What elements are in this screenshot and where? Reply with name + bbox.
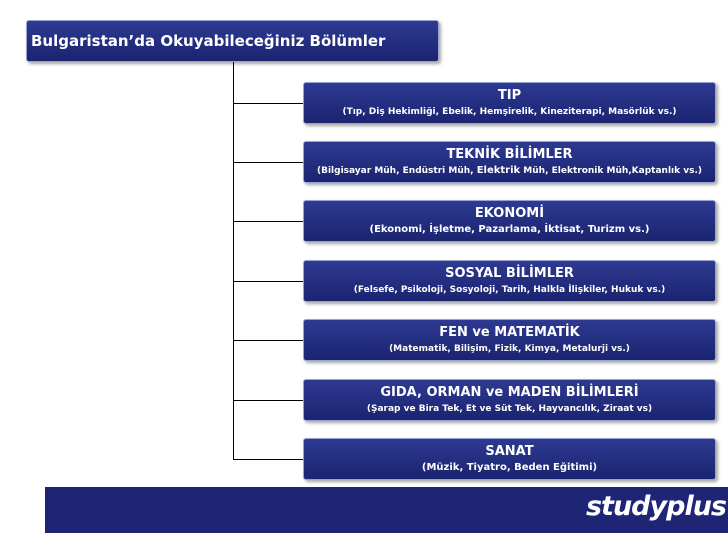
branch-line-gida <box>233 400 303 401</box>
node-title: SANAT <box>485 443 534 459</box>
node-tip: TIP (Tıp, Diş Hekimliği, Ebelik, Hemşire… <box>303 82 716 124</box>
node-sosyal-bilimler: SOSYAL BİLİMLER (Felsefe, Psikoloji, Sos… <box>303 260 716 302</box>
node-subtitle: (Şarap ve Bira Tek, Et ve Süt Tek, Hayva… <box>366 403 653 414</box>
node-subtitle: (Tıp, Diş Hekimliği, Ebelik, Hemşirelik,… <box>342 106 677 117</box>
branch-line-sanat <box>233 459 303 460</box>
branch-line-fen <box>233 340 303 341</box>
node-title: EKONOMİ <box>474 205 545 221</box>
node-subtitle-part: (Bilgisayar Müh, Endüstri Müh, <box>316 166 477 177</box>
node-subtitle: (Ekonomi, İşletme, Pazarlama, İktisat, T… <box>369 224 650 236</box>
node-subtitle: (Felsefe, Psikoloji, Sosyoloji, Tarih, H… <box>353 284 666 295</box>
node-title: SOSYAL BİLİMLER <box>445 266 574 282</box>
node-gida-orman-maden: GIDA, ORMAN ve MADEN BİLİMLERİ (Şarap ve… <box>303 379 716 421</box>
node-ekonomi: EKONOMİ (Ekonomi, İşletme, Pazarlama, İk… <box>303 200 716 242</box>
branch-line-teknik <box>233 162 303 163</box>
node-title: GIDA, ORMAN ve MADEN BİLİMLERİ <box>380 385 639 401</box>
branch-line-tip <box>233 103 303 104</box>
node-subtitle-part: Müh, Elektronik Müh,Kaptanlık vs.) <box>520 166 702 177</box>
node-title: TEKNİK BİLİMLER <box>446 146 573 162</box>
node-subtitle: (Bilgisayar Müh, Endüstri Müh, Elektrik … <box>317 165 702 177</box>
branch-line-sosyal <box>233 281 303 282</box>
footer-bar: studyplus <box>45 487 728 533</box>
node-subtitle: (Matematik, Bilişim, Fizik, Kimya, Metal… <box>389 343 630 354</box>
node-subtitle: (Müzik, Tiyatro, Beden Eğitimi) <box>421 462 598 474</box>
studyplus-logo: studyplus <box>585 491 727 522</box>
node-title: FEN ve MATEMATİK <box>439 325 580 341</box>
node-teknik-bilimler: TEKNİK BİLİMLER (Bilgisayar Müh, Endüstr… <box>303 141 716 183</box>
root-category-label: Bulgaristan’da Okuyabileceğiniz Bölümler <box>31 32 386 50</box>
tree-trunk-line <box>233 62 234 459</box>
root-category-box: Bulgaristan’da Okuyabileceğiniz Bölümler <box>26 20 439 62</box>
node-fen-matematik: FEN ve MATEMATİK (Matematik, Bilişim, Fi… <box>303 319 716 361</box>
branch-line-ekonomi <box>233 221 303 222</box>
node-title: TIP <box>497 88 522 104</box>
node-subtitle-emphasis: Elektrik <box>476 165 521 177</box>
node-sanat: SANAT (Müzik, Tiyatro, Beden Eğitimi) <box>303 438 716 480</box>
